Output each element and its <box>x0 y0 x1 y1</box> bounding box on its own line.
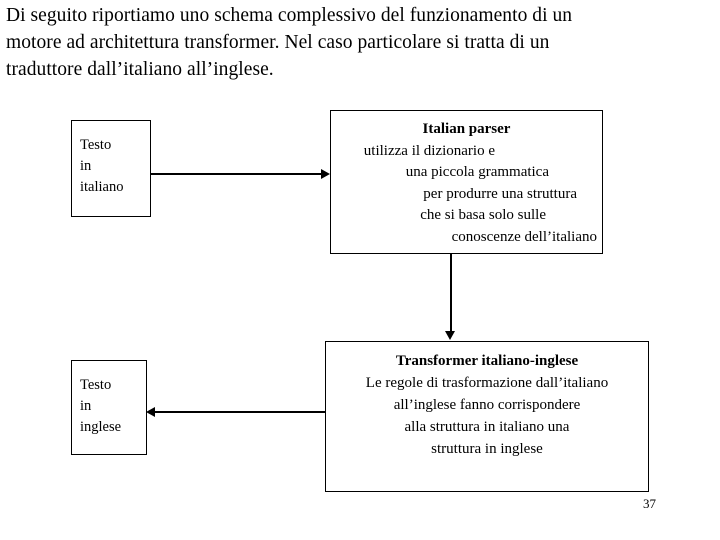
connector-line <box>450 254 452 332</box>
box-parser-line-4: che si basa solo sulle <box>420 207 546 223</box>
box-parser-line-5: conoscenze dell’italiano <box>451 228 597 245</box>
connector-line <box>155 411 325 413</box>
box-testo-inglese-line-2: in <box>80 398 92 414</box>
box-transformer-line-2: all’inglese fanno corrispondere <box>393 397 581 413</box>
box-italian-parser: Italian parser utilizza il dizionario e … <box>330 110 603 254</box>
box-testo-inglese-line-3: inglese <box>80 419 122 435</box>
connector-line <box>150 173 322 175</box>
box-parser-line-1: utilizza il dizionario e <box>363 142 495 159</box>
box-testo-inglese-line-1: Testo <box>80 377 112 393</box>
intro-line-1: Di seguito riportiamo uno schema comples… <box>6 5 573 26</box>
arrow-down-icon <box>445 331 455 340</box>
box-testo-in-inglese: Testo in inglese <box>71 360 147 455</box>
box-testo-in-italiano: Testo in italiano <box>71 120 151 217</box>
box-transformer-line-1: Le regole di trasformazione dall’italian… <box>365 375 609 391</box>
box-transformer-header: Transformer italiano-inglese <box>395 353 579 369</box>
box-testo-italiano-line-1: Testo <box>80 137 112 153</box>
arrow-left-icon <box>146 407 155 417</box>
box-testo-italiano-line-3: italiano <box>80 179 124 195</box>
box-transformer-italiano-inglese: Transformer italiano-inglese Le regole d… <box>325 341 649 492</box>
box-transformer-line-3: alla struttura in italiano una <box>404 419 570 435</box>
box-testo-italiano-line-2: in <box>80 158 92 174</box>
page-number: 37 <box>643 496 656 511</box>
arrow-right-icon <box>321 169 330 179</box>
box-parser-header: Italian parser <box>422 121 511 137</box>
box-transformer-line-4: struttura in inglese <box>431 441 543 457</box>
box-parser-line-3: per produrre una struttura <box>423 185 577 202</box>
intro-paragraph: Di seguito riportiamo uno schema comples… <box>6 2 712 83</box>
intro-line-2: motore ad architettura transformer. Nel … <box>6 32 550 53</box>
box-parser-line-2: una piccola grammatica <box>405 164 549 180</box>
intro-line-3: traduttore dall’italiano all’inglese. <box>6 59 274 80</box>
